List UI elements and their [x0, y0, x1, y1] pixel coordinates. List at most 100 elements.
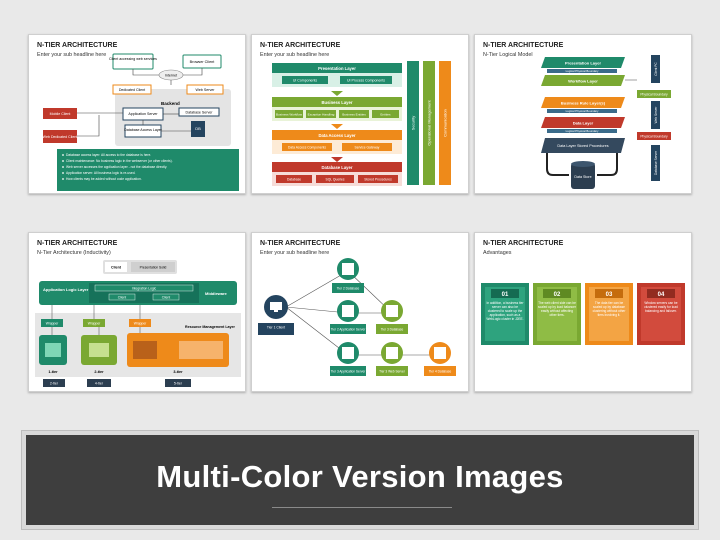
slide-title: N-TIER ARCHITECTURE [483, 240, 564, 247]
label: 2-tier [94, 370, 104, 374]
web-server-box [186, 84, 224, 95]
label: Logical Physical Boundary [566, 129, 599, 133]
label: Business Entities [342, 113, 366, 117]
label: Tier 4 Database [429, 370, 452, 374]
label: Backend [161, 101, 180, 106]
slide-thumbnail-5[interactable]: N-TIER ARCHITECTURE Enter your sub headl… [251, 232, 469, 392]
label: Web Dedicated Client [43, 135, 78, 139]
bullet: Web server accesses the application laye… [66, 165, 167, 169]
tier-network-diagram: Tier 1 Client Tier 2 Database Tier 2 App… [258, 258, 456, 376]
dedicated-client-box [112, 84, 152, 95]
advantage-card-01: 01 In addition, a business tier server c… [481, 283, 529, 345]
slide-thumbnail-2[interactable]: N-TIER ARCHITECTURE Enter your sub headl… [251, 34, 469, 194]
label: Web Server [196, 88, 216, 92]
business-layer-header [272, 97, 402, 107]
slide-thumbnail-3[interactable]: N-TIER ARCHITECTURE N-Tier Logical Model… [474, 34, 692, 194]
card-number: 03 [606, 292, 613, 298]
advantage-card-03: 03 The data tier can be scaled up by dat… [585, 283, 633, 345]
label: Presentation Layer [318, 66, 356, 71]
inductivity-diagram: Client Presentation Solid Application Lo… [35, 260, 241, 387]
label: Stored Procedures [364, 178, 392, 182]
label: Tier 1 Client [267, 326, 285, 330]
database-server-box [178, 107, 220, 117]
advantage-card-02: 02 The web client side can be scaled up … [533, 283, 581, 345]
label: UI Process Components [347, 79, 385, 83]
label: Exception Handling [308, 113, 335, 117]
label: Data Store [574, 175, 591, 179]
label: Logical Physical Boundary [566, 109, 599, 113]
banner-title: Multi-Color Version Images [156, 459, 564, 494]
database-layer-header [272, 162, 402, 172]
label: Client [111, 266, 122, 270]
bullet: Client maintenance: No business logic in… [66, 159, 173, 163]
label: 4-tier [95, 382, 104, 386]
slide-subtitle: Advantages [483, 250, 512, 256]
notes-panel [57, 149, 239, 191]
label: Client [118, 296, 127, 300]
label: Entities [380, 113, 391, 117]
slide-title: N-TIER ARCHITECTURE [483, 42, 564, 49]
label: Tier 2 Application Server [331, 328, 367, 332]
advantages-cards: 01 In addition, a business tier server c… [481, 283, 685, 345]
card-number: 02 [554, 292, 561, 298]
database-icon [191, 121, 205, 137]
label: Operational Management [427, 100, 432, 146]
slide-thumbnail-6[interactable]: N-TIER ARCHITECTURE Advantages 01 In add… [474, 232, 692, 392]
label: Application Server [128, 112, 158, 116]
label: Data Layer [573, 121, 594, 126]
label: Database Server [186, 111, 214, 115]
label: DB [195, 126, 201, 131]
label: 2-tier [50, 382, 59, 386]
web-dedicated-client-box [43, 130, 77, 143]
label: Tier 3 Application Server [331, 370, 367, 374]
label: Tier 3 Web Server [379, 370, 406, 374]
label: Wrapper [134, 322, 147, 326]
label: Presentation Layer [565, 61, 601, 66]
label: Client [162, 296, 171, 300]
card-number: 04 [658, 292, 665, 298]
label: Service Gateway [355, 146, 380, 150]
label: Application Logic Layer [43, 287, 89, 292]
mobile-client-box [43, 108, 77, 119]
notes-bullets: Database access layer: All access to the… [62, 153, 173, 181]
slide-subtitle: Enter your sub headline here [37, 52, 107, 58]
label: SQL Queries [326, 178, 345, 182]
slide-title: N-TIER ARCHITECTURE [260, 42, 341, 49]
bullet: Database access layer: All access to the… [66, 153, 151, 157]
data-flow-arrows [546, 153, 618, 176]
advantage-card-04: 04 Window servers can be clustered easil… [637, 283, 685, 345]
label: Presentation Solid [140, 266, 167, 270]
layered-architecture-diagram: Presentation Layer UI Components UI Proc… [272, 61, 451, 186]
security-bar [407, 61, 419, 185]
card-text: In addition, a business tier server can … [486, 301, 524, 321]
slide-thumbnail-4[interactable]: N-TIER ARCHITECTURE N-Tier Architecture … [28, 232, 246, 392]
slide-thumbnail-1[interactable]: N-TIER ARCHITECTURE Enter your sub headl… [28, 34, 246, 194]
label: Physical Boundary [640, 93, 668, 97]
label: Middleware [205, 291, 228, 296]
logical-model-diagram: Presentation Layer Logical Physical Boun… [541, 55, 671, 189]
label: Physical Boundary [640, 135, 668, 139]
label: Client PC [654, 62, 658, 76]
label: Browser Client [190, 60, 216, 64]
label: Client accessing web services [109, 57, 157, 61]
label: UI Components [293, 79, 318, 83]
label: Tier 2 Database [337, 287, 360, 291]
slide-title: N-TIER ARCHITECTURE [37, 42, 118, 49]
slide-subtitle: N-Tier Architecture (Inductivity) [37, 250, 111, 256]
operational-management-bar [423, 61, 435, 185]
label: Data Access Layer [318, 133, 355, 138]
data-access-layer-header [272, 130, 402, 140]
bullet: Application server: All business logic i… [66, 171, 136, 175]
data-store-icon [571, 163, 595, 189]
card-text: Window servers can be clustered easily f… [644, 301, 678, 313]
label: Database Layer [322, 165, 353, 170]
label: Data Layer Stored Procedures [557, 144, 608, 148]
label: Resource Management Layer [185, 325, 236, 329]
label: Internet [165, 74, 177, 78]
label: 3-tier [173, 370, 183, 374]
label: 1-tier [48, 370, 58, 374]
presentation-layer-header [272, 63, 402, 73]
slide-title: N-TIER ARCHITECTURE [37, 240, 118, 247]
label: Dedicated Client [119, 88, 145, 92]
